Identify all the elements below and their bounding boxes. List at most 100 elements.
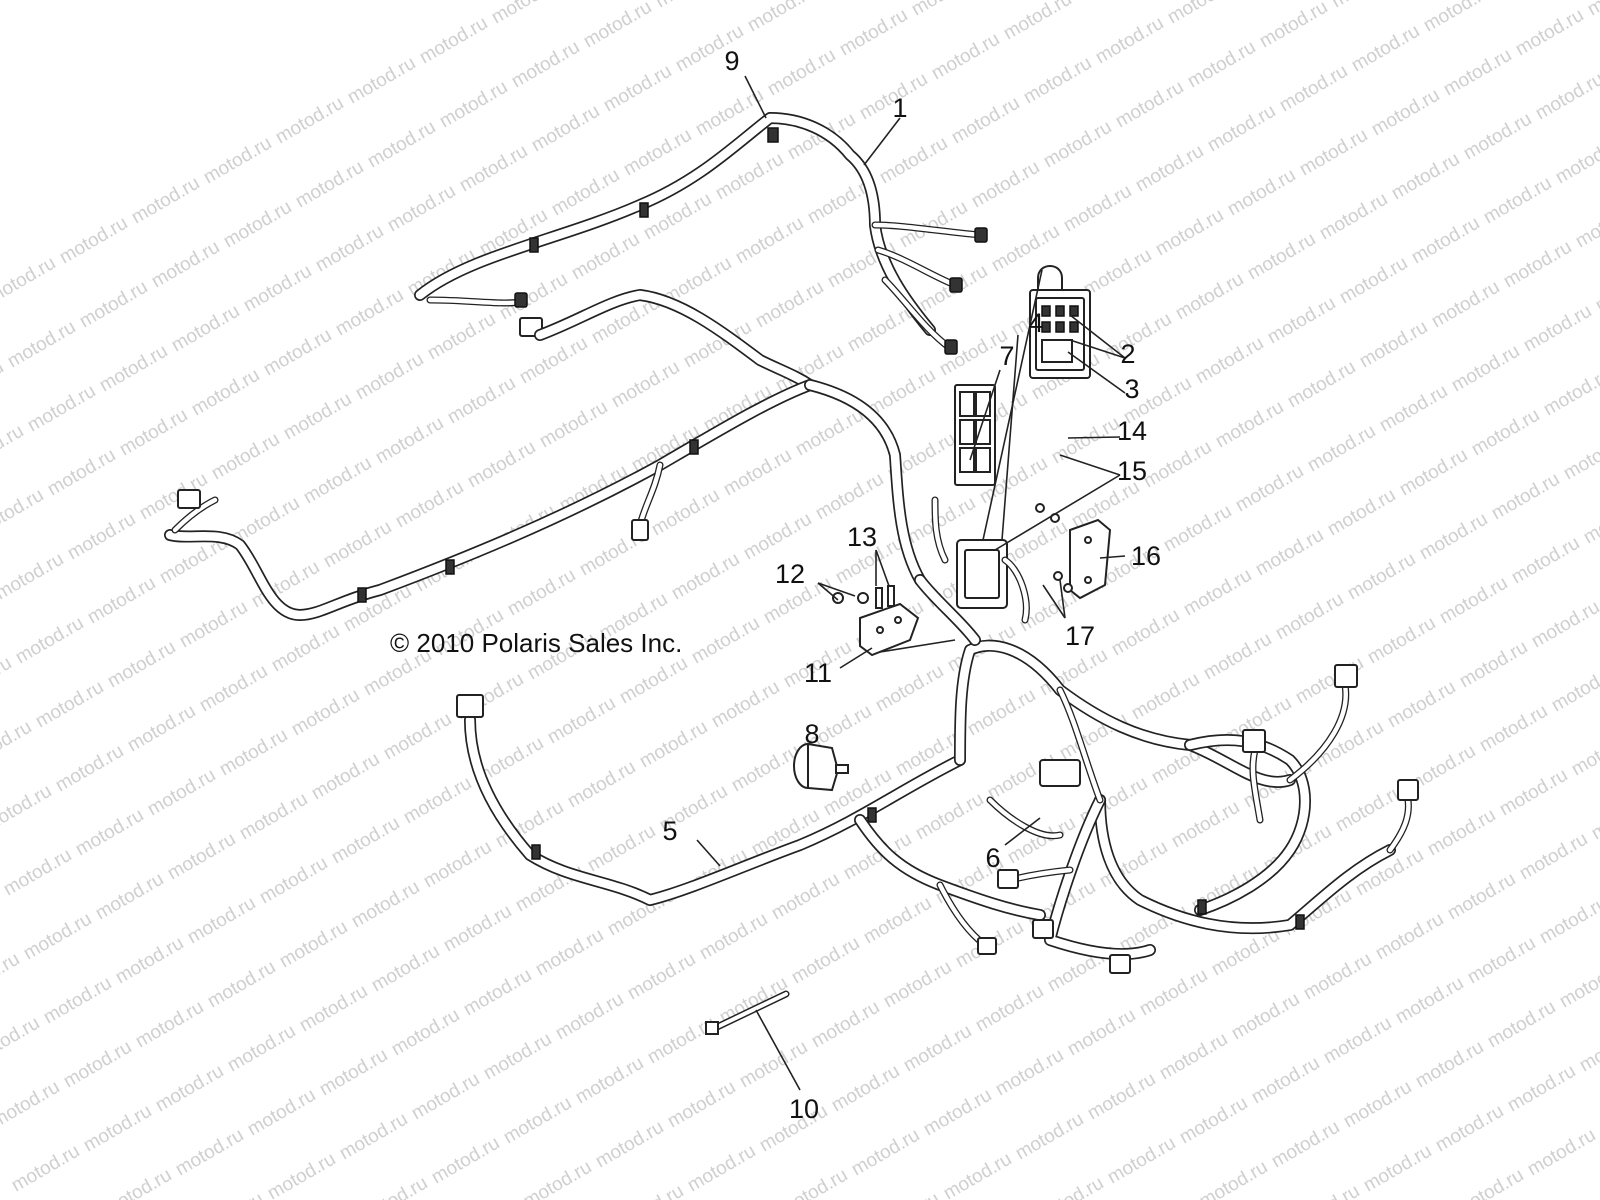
watermark-text: motod.ru	[116, 405, 191, 461]
watermark-text: motod.ru	[1384, 677, 1459, 733]
watermark-text: motod.ru	[196, 661, 271, 717]
watermark-text: motod.ru	[92, 869, 167, 925]
watermark-text: motod.ru	[1300, 949, 1375, 1005]
watermark-text: motod.ru	[1412, 1037, 1487, 1093]
watermark-text: motod.ru	[0, 717, 35, 773]
watermark-text: motod.ru	[504, 565, 579, 621]
watermark-text: motod.ru	[1524, 1125, 1599, 1181]
watermark-text: motod.ru	[1040, 117, 1115, 173]
watermark-text: motod.ru	[1092, 13, 1167, 69]
callout-9: 9	[724, 46, 739, 76]
watermark-text: motod.ru	[1436, 573, 1511, 629]
harness-lower-branch	[854, 814, 1054, 955]
watermark-text: motod.ru	[1100, 309, 1175, 365]
watermark-text: motod.ru	[732, 213, 807, 269]
watermark-text: motod.ru	[648, 485, 723, 541]
watermark-text: motod.ru	[1296, 125, 1371, 181]
watermark-text: motod.ru	[32, 677, 107, 733]
watermark-text: motod.ru	[764, 45, 839, 101]
watermark-text: motod.ru	[1200, 629, 1275, 685]
watermark-text: motod.ru	[1264, 293, 1339, 349]
watermark-text: motod.ru	[188, 365, 263, 421]
watermark-text: motod.ru	[1368, 85, 1443, 141]
watermark-text: motod.ru	[244, 1085, 319, 1141]
watermark-text: motod.ru	[1444, 869, 1519, 925]
watermark-text: motod.ru	[1528, 597, 1600, 653]
watermark-text: motod.ru	[1476, 701, 1551, 757]
watermark-text: motod.ru	[1224, 165, 1299, 221]
watermark-text: motod.ru	[1504, 1061, 1579, 1117]
callout-12: 12	[775, 559, 805, 589]
watermark-text: motod.ru	[1132, 141, 1207, 197]
watermark-text: motod.ru	[0, 949, 23, 1005]
watermark-text: motod.ru	[836, 5, 911, 61]
watermark-text: motod.ru	[592, 1117, 667, 1173]
watermark-text: motod.ru	[96, 341, 171, 397]
watermark-text: motod.ru	[1336, 253, 1411, 309]
watermark-text: motod.ru	[1424, 805, 1499, 861]
watermark-text: motod.ru	[424, 309, 499, 365]
watermark-text: motod.ru	[0, 885, 3, 941]
watermark-text: motod.ru	[1544, 1189, 1600, 1200]
watermark-text: motod.ru	[1168, 797, 1243, 853]
watermark-text: motod.ru	[1080, 245, 1155, 301]
watermark-text: motod.ru	[236, 789, 311, 845]
callout-6: 6	[985, 843, 1000, 873]
watermark-text: motod.ru	[272, 93, 347, 149]
watermark-text: motod.ru	[312, 221, 387, 277]
watermark-text: motod.ru	[1348, 21, 1423, 77]
watermark-text: motod.ru	[1320, 1013, 1395, 1069]
watermark-text: motod.ru	[1060, 181, 1135, 237]
watermark-text: motod.ru	[444, 373, 519, 429]
watermark-text: motod.ru	[708, 677, 783, 733]
watermark-text: motod.ru	[1160, 501, 1235, 557]
bracket-11	[832, 585, 920, 657]
watermark-text: motod.ru	[1372, 909, 1447, 965]
watermark-text: motod.ru	[1340, 1077, 1415, 1133]
watermark-text: motod.ru	[1136, 965, 1211, 1021]
watermark-text: motod.ru	[104, 637, 179, 693]
watermark-text: motod.ru	[288, 685, 363, 741]
bracket-16	[1035, 503, 1112, 600]
watermark-text: motod.ru	[292, 157, 367, 213]
watermark-text: motod.ru	[1464, 933, 1539, 989]
watermark-text: motod.ru	[336, 1109, 411, 1165]
watermark-text: motod.ru	[608, 357, 683, 413]
watermark-text: motod.ru	[1248, 1053, 1323, 1109]
watermark-text: motod.ru	[4, 317, 79, 373]
watermark-text: motod.ru	[276, 917, 351, 973]
watermark-text: motod.ru	[1556, 957, 1600, 1013]
watermark-text: motod.ru	[568, 229, 643, 285]
watermark-text: motod.ru	[1244, 229, 1319, 285]
watermark-text: motod.ru	[744, 0, 819, 36]
watermark-text: motod.ru	[972, 981, 1047, 1037]
watermark-text: motod.ru	[112, 933, 187, 989]
watermark-text: motod.ru	[420, 837, 495, 893]
watermark-text: motod.ru	[60, 1037, 135, 1093]
watermark-text: motod.ru	[64, 509, 139, 565]
watermark-text: motod.ru	[1580, 493, 1600, 549]
watermark-text: motod.ru	[8, 1141, 83, 1197]
callout-7: 7	[999, 341, 1014, 371]
watermark-text: motod.ru	[52, 741, 127, 797]
watermark-text: motod.ru	[948, 93, 1023, 149]
watermark-text: motod.ru	[1396, 445, 1471, 501]
watermark-text: motod.ru	[1560, 429, 1600, 485]
watermark-text: motod.ru	[300, 453, 375, 509]
watermark-text: motod.ru	[1540, 365, 1600, 421]
watermark-text: motod.ru	[1108, 605, 1183, 661]
watermark-text: motod.ru	[464, 437, 539, 493]
watermark-text: motod.ru	[164, 829, 239, 885]
watermark-text: motod.ru	[532, 925, 607, 981]
watermark-text: motod.ru	[908, 0, 983, 20]
watermark-text: motod.ru	[296, 981, 371, 1037]
watermark-text: motod.ru	[264, 1149, 339, 1200]
watermark-text: motod.ru	[992, 1045, 1067, 1101]
watermark-text: motod.ru	[1212, 397, 1287, 453]
watermark-text: motod.ru	[224, 1021, 299, 1077]
watermark-text: motod.ru	[380, 709, 455, 765]
watermark-text: motod.ru	[964, 685, 1039, 741]
